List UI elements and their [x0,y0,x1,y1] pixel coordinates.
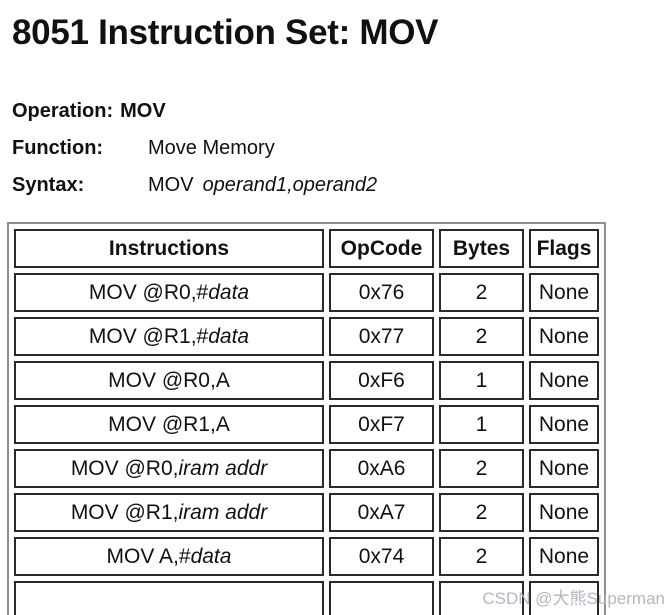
bytes-cell: 2 [439,449,524,489]
flags-cell: None [529,537,599,577]
function-row: Function: Move Memory [12,130,667,167]
opcode-cell: 0xA7 [329,493,434,533]
instruction-table: Instructions OpCode Bytes Flags MOV @R0,… [7,222,606,615]
instruction-operand: data [208,324,250,348]
instruction-text: MOV @R1,# [88,324,209,348]
bytes-cell: 1 [439,405,524,445]
header-bytes: Bytes [439,229,524,269]
instruction-cell [14,581,324,615]
opcode-cell [329,581,434,615]
instruction-operand: data [190,544,232,568]
instruction-cell: MOV @R0,#data [14,273,324,313]
instruction-cell: MOV @R1,#data [14,317,324,357]
opcode-cell: 0x74 [329,537,434,577]
table-row: MOV @R0,#data 0x76 2 None [14,273,599,313]
table-row: MOV @R0,iram addr 0xA6 2 None [14,449,599,489]
table-row: MOV @R1,iram addr 0xA7 2 None [14,493,599,533]
syntax-value: MOV operand1,operand2 [148,174,377,197]
instruction-text: MOV @R0,A [108,368,230,392]
opcode-cell: 0x77 [329,317,434,357]
flags-cell: None [529,405,599,445]
page-title: 8051 Instruction Set: MOV [12,13,439,52]
flags-cell: None [529,317,599,357]
operation-value: MOV [120,100,166,123]
function-label: Function: [12,137,104,160]
syntax-label: Syntax: [12,174,85,197]
operation-label: Operation: [12,100,114,123]
syntax-row: Syntax: MOV operand1,operand2 [12,167,667,204]
opcode-cell: 0x76 [329,273,434,313]
instruction-text: MOV @R1, [70,500,179,524]
table-row: MOV @R1,#data 0x77 2 None [14,317,599,357]
table-row: MOV A,#data 0x74 2 None [14,537,599,577]
instruction-meta: Operation: MOV Function: Move Memory Syn… [12,93,667,204]
instruction-operand: data [208,280,250,304]
bytes-cell [439,581,524,615]
header-flags: Flags [529,229,599,269]
instruction-operand: iram addr [178,500,268,524]
flags-cell: None [529,273,599,313]
bytes-cell: 2 [439,317,524,357]
bytes-cell: 1 [439,361,524,401]
table-row: MOV @R0,A 0xF6 1 None [14,361,599,401]
flags-cell: None [529,493,599,533]
instruction-cell: MOV A,#data [14,537,324,577]
instruction-text: MOV @R1,A [108,412,230,436]
header-opcode: OpCode [329,229,434,269]
flags-cell: None [529,361,599,401]
flags-cell: None [529,449,599,489]
syntax-operands: operand1,operand2 [202,174,378,197]
table-row: MOV @R1,A 0xF7 1 None [14,405,599,445]
bytes-cell: 2 [439,537,524,577]
opcode-cell: 0xF7 [329,405,434,445]
instruction-cell: MOV @R1,A [14,405,324,445]
opcode-cell: 0xA6 [329,449,434,489]
table-row-partial [14,581,599,615]
table-header-row: Instructions OpCode Bytes Flags [14,229,599,269]
flags-cell [529,581,599,615]
instruction-text: MOV @R0,# [88,280,209,304]
function-value: Move Memory [148,137,275,160]
opcode-cell: 0xF6 [329,361,434,401]
instruction-cell: MOV @R1,iram addr [14,493,324,533]
header-instructions: Instructions [14,229,324,269]
operation-row: Operation: MOV [12,93,667,130]
bytes-cell: 2 [439,493,524,533]
syntax-keyword: MOV [148,174,194,197]
instruction-cell: MOV @R0,iram addr [14,449,324,489]
instruction-text: MOV A,# [106,544,191,568]
bytes-cell: 2 [439,273,524,313]
instruction-operand: iram addr [178,456,268,480]
instruction-text: MOV @R0, [70,456,179,480]
instruction-cell: MOV @R0,A [14,361,324,401]
